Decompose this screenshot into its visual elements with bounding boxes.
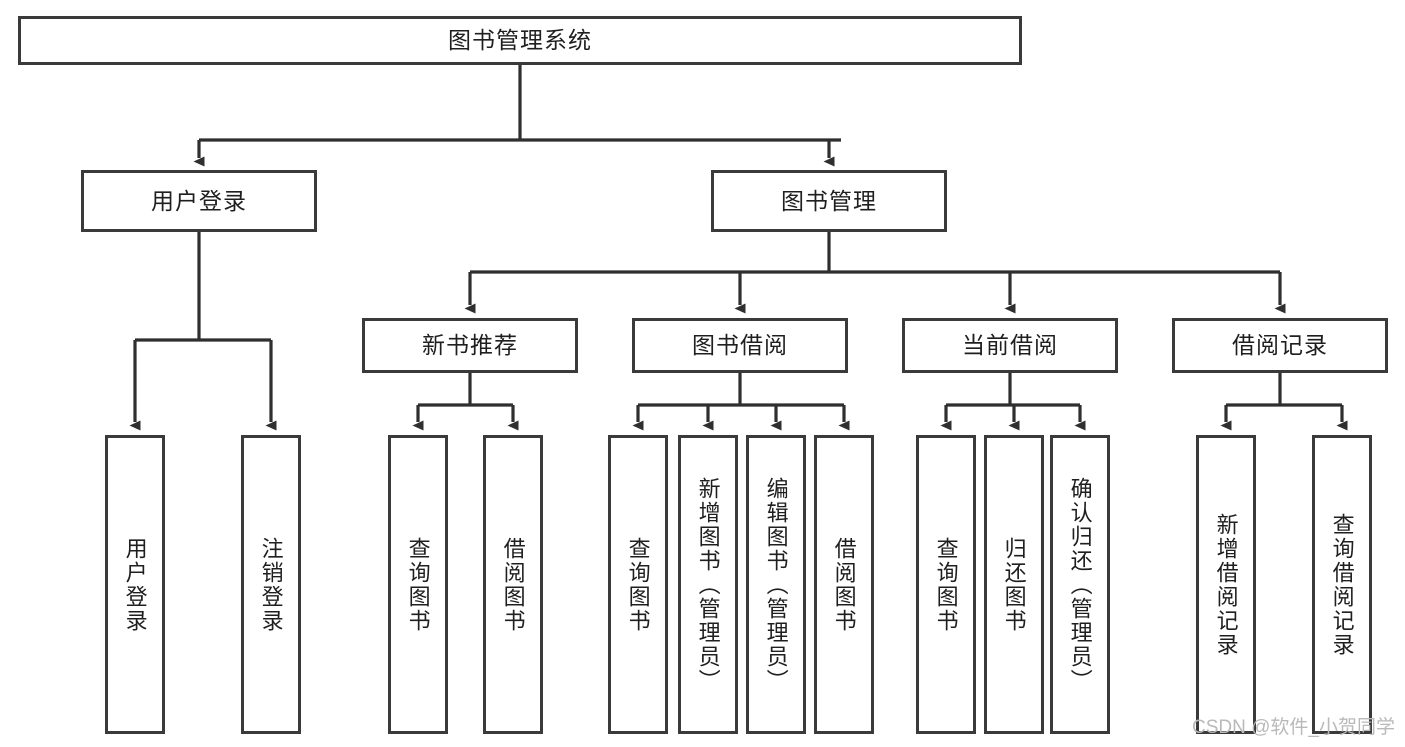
node-label: 借阅图书 [831,536,857,633]
node-root[interactable]: 图书管理系统 [18,16,1022,65]
node-label: 图书管理 [781,187,877,214]
leaf-logout[interactable]: 注销登录 [241,435,301,734]
node-current-borrow[interactable]: 当前借阅 [902,318,1118,373]
node-user-login[interactable]: 用户登录 [81,170,317,232]
node-label: 用户登录 [122,536,148,633]
node-book-management[interactable]: 图书管理 [711,170,947,232]
node-borrow-record[interactable]: 借阅记录 [1172,318,1388,373]
leaf-add-borrow-record[interactable]: 新增借阅记录 [1196,435,1256,734]
node-label: 归还图书 [1001,536,1027,633]
leaf-query-book-current[interactable]: 查询图书 [916,435,976,734]
node-new-book-recommend[interactable]: 新书推荐 [362,318,578,373]
node-label: 新书推荐 [422,332,518,359]
node-label: 查询图书 [933,536,959,633]
node-book-borrow[interactable]: 图书借阅 [632,318,848,373]
leaf-confirm-return-admin[interactable]: 确认归还（管理员） [1050,435,1110,734]
leaf-query-book-recommend[interactable]: 查询图书 [388,435,448,734]
leaf-borrow-book[interactable]: 借阅图书 [814,435,874,734]
leaf-query-book-borrow[interactable]: 查询图书 [608,435,668,734]
node-label: 当前借阅 [962,332,1058,359]
node-label: 图书借阅 [692,332,788,359]
csdn-watermark: CSDN @软件_小贺同学 [1192,717,1395,738]
node-label: 查询图书 [625,536,651,633]
leaf-user-login[interactable]: 用户登录 [105,435,165,734]
leaf-add-book-admin[interactable]: 新增图书（管理员） [678,435,738,734]
node-label: 查询图书 [405,536,431,633]
leaf-borrow-book-recommend[interactable]: 借阅图书 [483,435,543,734]
leaf-edit-book-admin[interactable]: 编辑图书（管理员） [746,435,806,734]
node-label: 图书管理系统 [448,27,592,54]
node-label: 确认归还（管理员） [1067,476,1093,693]
node-label: 用户登录 [151,187,247,214]
node-label: 编辑图书（管理员） [763,476,789,693]
node-label: 借阅图书 [500,536,526,633]
leaf-query-borrow-record[interactable]: 查询借阅记录 [1312,435,1372,734]
node-label: 注销登录 [258,536,284,633]
node-label: 查询借阅记录 [1329,512,1355,657]
node-label: 新增借阅记录 [1213,512,1239,657]
leaf-return-book[interactable]: 归还图书 [984,435,1044,734]
node-label: 新增图书（管理员） [695,476,721,693]
node-label: 借阅记录 [1232,332,1328,359]
